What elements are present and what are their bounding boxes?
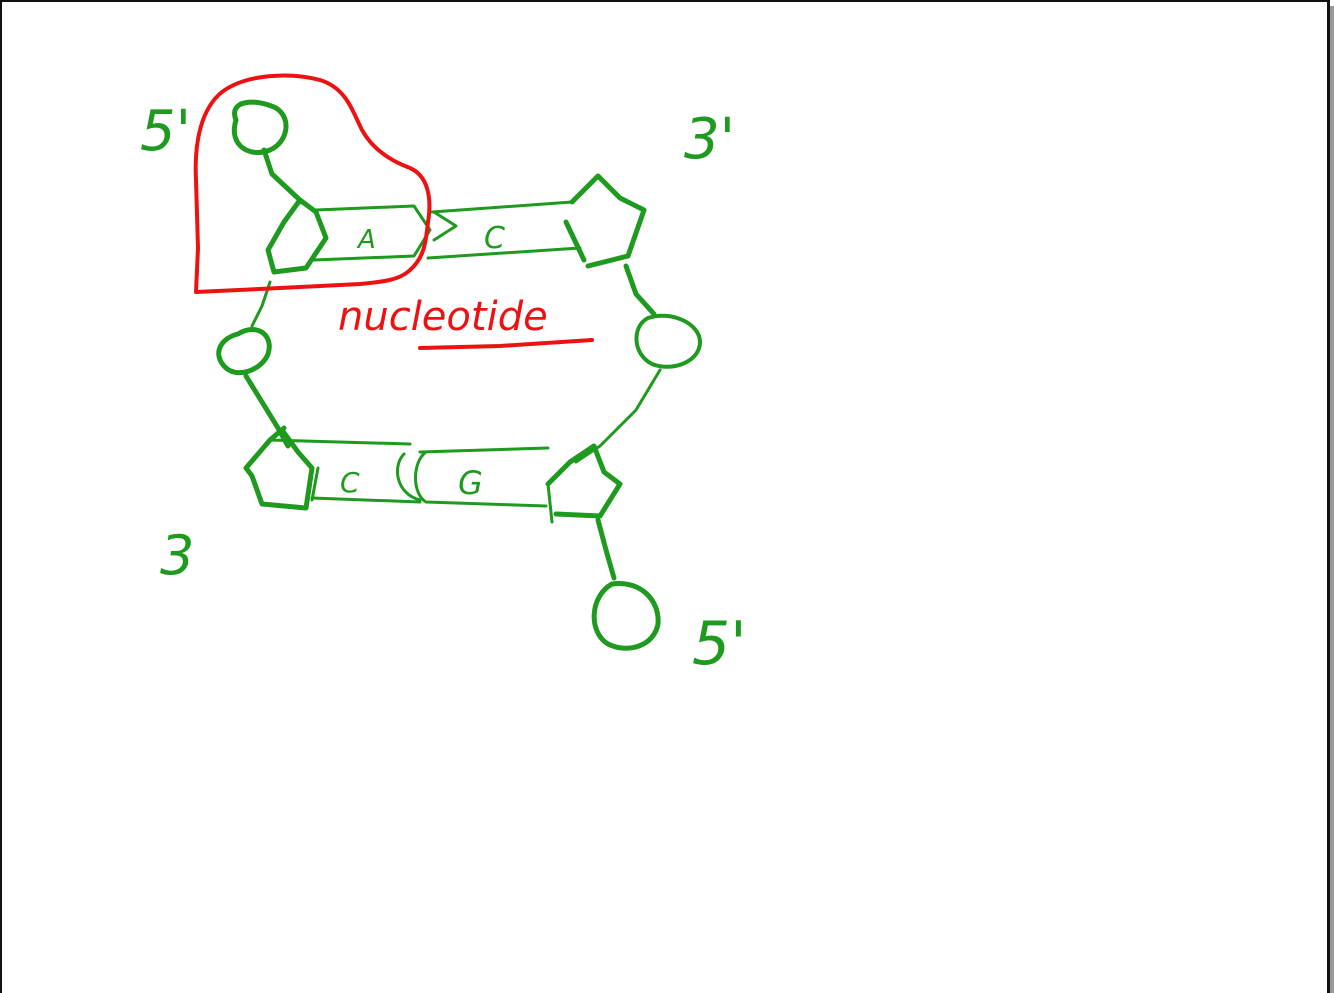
base-a-label: A: [356, 225, 376, 255]
sugar-bottom-right: [545, 443, 623, 581]
backbone-left: [216, 280, 291, 449]
base-a-block: A: [312, 204, 432, 262]
phosphate-top-left: [231, 99, 305, 205]
label-3-prime-top: 3': [684, 107, 735, 172]
label-5-prime-top: 5': [140, 99, 191, 164]
sugar-bottom-left: [243, 425, 315, 511]
base-g-label: G: [458, 464, 483, 502]
phosphate-bottom-right: [591, 581, 661, 651]
label-5-prime-bottom: 5': [692, 609, 747, 679]
phosphate-top-right: [574, 263, 702, 464]
nucleotide-outline: [193, 73, 432, 294]
sugar-top-right: [569, 173, 647, 269]
base-c-bottom-block: C: [268, 438, 422, 504]
sugar-top-left: [265, 197, 329, 275]
base-g-block: G: [414, 446, 554, 524]
base-c-top-block: C: [426, 200, 587, 263]
nucleotide-underline: [418, 338, 594, 350]
base-c-bottom-label: C: [340, 466, 360, 499]
label-3-bottom: 3: [160, 524, 194, 587]
nucleotide-label: nucleotide: [338, 294, 548, 340]
canvas-edge-shadow: [1330, 6, 1334, 993]
base-c-top-label: C: [484, 221, 505, 256]
